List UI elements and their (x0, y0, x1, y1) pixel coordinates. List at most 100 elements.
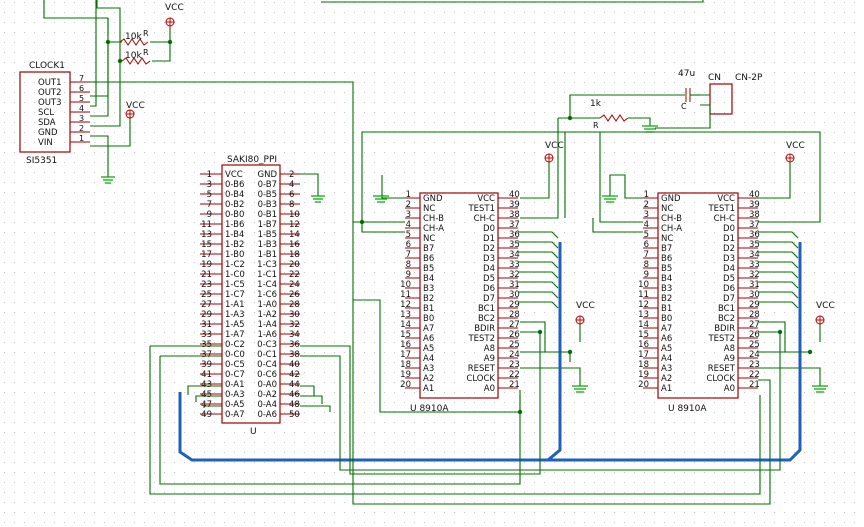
ppi-pin-number: 30 (289, 310, 300, 320)
ppi-pin-name: 0-B4 (225, 190, 244, 200)
ppi-pin-number: 36 (289, 340, 300, 350)
psg-pin-name: D7 (723, 294, 735, 304)
vcc-symbol-psg2-lower: VCC (815, 301, 835, 342)
psg-pin-name: D2 (723, 244, 735, 254)
psg-pin-name: NC (661, 234, 673, 244)
psg-pin-name: B3 (661, 284, 672, 294)
psg-pin-number: 22 (749, 370, 760, 380)
ppi-pin-name: 0-B3 (258, 200, 277, 210)
psg-pin-number: 6 (644, 240, 649, 250)
clock-value: SI5351 (26, 156, 57, 166)
ppi-pin-name: 0-C1 (257, 350, 277, 360)
ppi-pin-name: 1-B1 (258, 250, 277, 260)
psg-pin-name: CH-B (661, 214, 682, 224)
ppi-pin-number: 13 (201, 230, 212, 240)
ppi-pin-name: 0-C6 (257, 370, 277, 380)
ppi-pin-name: 0-A6 (257, 410, 277, 420)
ppi-pin-name: 0-A3 (225, 390, 245, 400)
psg-pin-name: D4 (723, 264, 735, 274)
psg-pin-number: 25 (509, 340, 520, 350)
psg-pin-name: BC1 (478, 304, 495, 314)
psg-pin-name: A8 (484, 344, 495, 354)
psg-pin-name: CH-A (661, 224, 682, 234)
ppi-pin-number: 16 (289, 240, 300, 250)
clock-pin-number: 7 (79, 74, 84, 83)
psg-pin-number: 26 (749, 330, 760, 340)
ppi-pin-name: 1-A2 (257, 310, 277, 320)
psg-pin-number: 29 (509, 300, 520, 310)
psg-pin-number: 36 (509, 230, 520, 240)
ppi-pin-number: 44 (289, 380, 300, 390)
ppi-pin-name: 1-B5 (258, 230, 277, 240)
svg-text:VCC: VCC (576, 301, 595, 311)
psg-pin-name: B5 (423, 264, 434, 274)
ppi-pin-number: 40 (289, 360, 300, 370)
vcc-symbol-clock: VCC (125, 101, 145, 119)
ppi-pin-name: 0-B5 (258, 190, 277, 200)
psg-pin-name: A1 (423, 384, 434, 394)
psg-pin-name: CH-C (474, 214, 495, 224)
ppi-pin-name: 0-C5 (225, 360, 245, 370)
psg-pin-number: 11 (400, 290, 411, 300)
ppi-pin-number: 24 (289, 280, 300, 290)
ppi-pin-number: 48 (289, 400, 300, 410)
ppi-pin-number: 38 (289, 350, 300, 360)
psg-pin-number: 28 (749, 310, 760, 320)
bus-entry (758, 271, 799, 279)
audio-output: 1k R 47u C CN CN-2P (558, 69, 763, 133)
psg-pin-name: RESET (468, 364, 496, 374)
psg-pin-number: 38 (509, 210, 520, 220)
svg-text:VCC: VCC (545, 141, 564, 151)
psg-pin-name: D1 (723, 234, 735, 244)
ppi-pin-number: 33 (201, 330, 212, 340)
clock-pin-name: OUT1 (38, 78, 62, 88)
vcc-label: VCC (165, 3, 184, 13)
bus-entry (758, 261, 799, 269)
cn-value: CN-2P (735, 73, 763, 83)
ground-psg1 (373, 195, 389, 203)
psg-pin-number: 8 (644, 260, 649, 270)
psg-pin-number: 39 (509, 200, 520, 210)
psg-pin-name: A6 (661, 334, 672, 344)
clock-pin-number: 4 (79, 104, 84, 113)
ppi-pin-name: 0-B7 (258, 180, 277, 190)
ppi-pin-name: 1-C0 (225, 270, 245, 280)
ppi-pin-number: 28 (289, 300, 300, 310)
psg-pin-name: CH-B (423, 214, 444, 224)
psg-pin-number: 32 (749, 270, 760, 280)
psg-pin-number: 6 (406, 240, 411, 250)
ppi-pin-name: 1-C3 (257, 260, 277, 270)
psg-pin-name: D6 (723, 284, 735, 294)
r-top-letter: R (143, 29, 149, 38)
psg-pin-number: 9 (644, 270, 649, 280)
ppi-pin-name: 1-A6 (257, 330, 277, 340)
psg-pin-number: 30 (749, 290, 760, 300)
psg-pin-name: B2 (423, 294, 434, 304)
bus-entry (758, 291, 799, 299)
ppi-pin-number: 1 (207, 170, 212, 180)
psg-pin-number: 27 (509, 320, 520, 330)
psg-pin-name: RESET (708, 364, 736, 374)
psg-pin-name: A2 (661, 374, 672, 384)
ppi-pin-name: 0-C3 (257, 340, 277, 350)
ppi-pin-name: GND (258, 170, 278, 180)
psg-pin-name: B0 (423, 314, 434, 324)
psg-pin-number: 11 (638, 290, 649, 300)
psg-pin-number: 15 (638, 330, 649, 340)
cn-ref: CN (708, 73, 721, 83)
psg-pin-name: BC1 (718, 304, 735, 314)
ppi-pin-name: 1-B3 (258, 240, 277, 250)
psg-pin-name: NC (423, 234, 435, 244)
ppi-pin-name: 1-C6 (257, 290, 277, 300)
ppi-pin-name: 1-C7 (225, 290, 245, 300)
ppi-pin-number: 9 (207, 210, 212, 220)
psg-pin-number: 12 (638, 300, 649, 310)
clock-pin-number: 3 (79, 114, 84, 123)
psg-pin-number: 12 (400, 300, 411, 310)
ppi-pin-number: 25 (201, 290, 212, 300)
ppi-pin-name: 1-C4 (257, 280, 277, 290)
psg-pin-name: B6 (423, 254, 434, 264)
